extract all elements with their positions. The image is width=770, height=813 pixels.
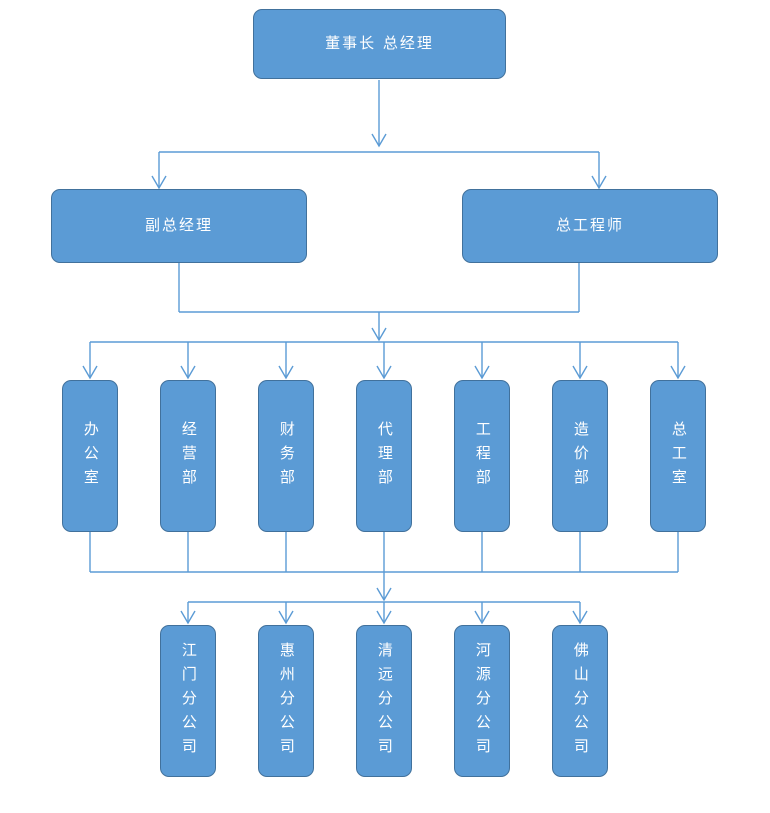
node-branch-huizhou[interactable]: 惠州分公司 [258, 625, 314, 777]
arrowhead-dept-3 [278, 365, 294, 380]
arrowhead-branch-merge [376, 587, 392, 602]
node-department-cost[interactable]: 造价部 [552, 380, 608, 532]
node-branch-heyuan[interactable]: 河源分公司 [454, 625, 510, 777]
node-chairman-general-manager[interactable]: 董事长 总经理 [253, 9, 506, 79]
arrowhead-branch-5 [572, 610, 588, 625]
arrowhead-dept-2 [180, 365, 196, 380]
arrowhead-dept-merge [371, 327, 387, 342]
arrowhead-dept-6 [572, 365, 588, 380]
node-vice-general-manager[interactable]: 副总经理 [51, 189, 307, 263]
node-department-finance[interactable]: 财务部 [258, 380, 314, 532]
arrowhead-branch-1 [180, 610, 196, 625]
arrowhead-dept-5 [474, 365, 490, 380]
node-branch-qingyuan[interactable]: 清远分公司 [356, 625, 412, 777]
arrowhead-vice-gm [151, 175, 167, 190]
node-chief-engineer[interactable]: 总工程师 [462, 189, 718, 263]
arrowhead-exec-trunk [371, 133, 387, 148]
node-department-chief-engineer-office[interactable]: 总工室 [650, 380, 706, 532]
node-department-operations[interactable]: 经营部 [160, 380, 216, 532]
arrowhead-branch-4 [474, 610, 490, 625]
arrowhead-branch-2 [278, 610, 294, 625]
node-department-agency[interactable]: 代理部 [356, 380, 412, 532]
arrowhead-dept-7 [670, 365, 686, 380]
arrowhead-dept-1 [82, 365, 98, 380]
arrowhead-dept-4 [376, 365, 392, 380]
node-branch-foshan[interactable]: 佛山分公司 [552, 625, 608, 777]
node-department-engineering[interactable]: 工程部 [454, 380, 510, 532]
arrowhead-branch-3 [376, 610, 392, 625]
arrowhead-chief-engineer [591, 175, 607, 190]
node-department-office[interactable]: 办公室 [62, 380, 118, 532]
node-branch-jiangmen[interactable]: 江门分公司 [160, 625, 216, 777]
